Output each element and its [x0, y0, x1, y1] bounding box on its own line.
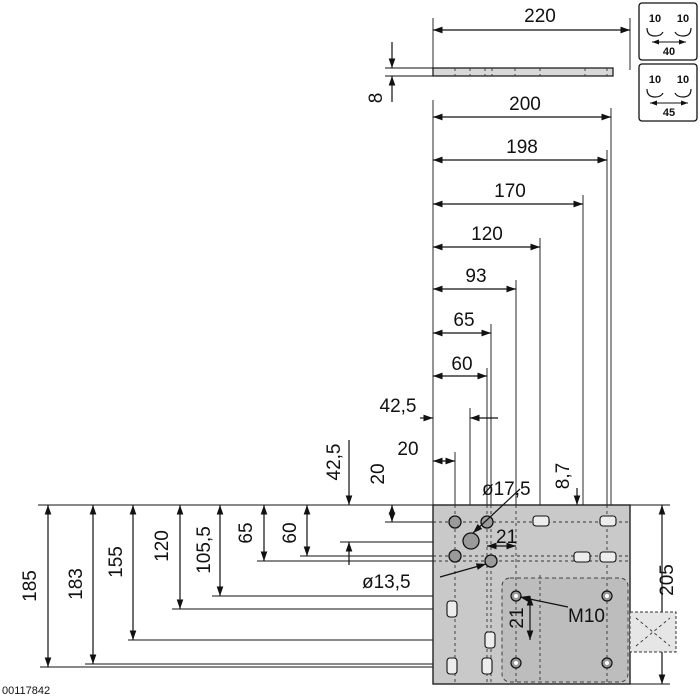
slot: [446, 600, 458, 618]
callout-21-h: 21: [496, 527, 517, 548]
dim-42-5v-label: 42,5: [324, 444, 345, 481]
dim-42-5-label: 42,5: [380, 396, 417, 417]
dim-120v-label: 120: [152, 530, 173, 562]
dim-20-label: 20: [397, 439, 418, 460]
dim-65v-label: 65: [236, 522, 257, 543]
hole: [484, 554, 498, 568]
dim-185-label: 185: [20, 570, 41, 602]
dim-198-label: 198: [506, 137, 538, 158]
dim-65-label: 65: [453, 310, 474, 331]
dim-220-label: 220: [524, 6, 556, 27]
svg-text:10: 10: [677, 13, 689, 25]
hole: [448, 515, 462, 529]
dim-200-label: 200: [509, 94, 541, 115]
profile-icon-40: 10 10 40: [638, 2, 698, 61]
vertical-dimensions: 185 183 155 120 105,5 65 60 42,5 20: [20, 440, 678, 685]
callout-hole-small: ø13,5: [362, 572, 411, 593]
mounting-plate: [432, 504, 677, 685]
dim-60-label: 60: [451, 354, 472, 375]
slot: [573, 551, 591, 563]
dim-8-7-label: 8,7: [553, 463, 574, 489]
dim-105-5-label: 105,5: [194, 526, 215, 574]
slot: [484, 631, 496, 649]
slot: [446, 657, 458, 675]
dim-120-label: 120: [471, 224, 503, 245]
callouts: ø17,5 ø13,5 21 M10 21: [362, 479, 605, 640]
callout-hole-large: ø17,5: [482, 479, 531, 500]
profile-icon-45: 10 10 45: [638, 63, 698, 122]
dimension-220: 220: [432, 6, 631, 70]
dim-183-label: 183: [66, 568, 87, 600]
slot: [599, 515, 617, 527]
svg-text:10: 10: [649, 13, 661, 25]
slot: [599, 551, 617, 563]
svg-text:10: 10: [677, 74, 689, 86]
dim-20v-label: 20: [368, 463, 389, 484]
svg-text:40: 40: [663, 46, 675, 58]
dim-60v-label: 60: [280, 522, 301, 543]
dim-155-label: 155: [106, 546, 127, 578]
dim-93-label: 93: [465, 266, 486, 287]
dim-8-label: 8: [366, 93, 387, 104]
hole-large: [462, 532, 480, 550]
dim-205-label: 205: [657, 564, 678, 596]
callout-21-v: 21: [507, 607, 528, 628]
plate-side-view: 8: [366, 42, 614, 104]
svg-text:10: 10: [649, 74, 661, 86]
callout-m10: M10: [568, 606, 605, 627]
drawing-code: 00117842: [2, 685, 50, 697]
dim-170-label: 170: [494, 181, 526, 202]
hole: [448, 549, 462, 563]
hole: [480, 515, 494, 529]
horizontal-dimensions: 200 198 170 120 93 65 60 42,5 20: [380, 94, 612, 505]
slot: [532, 515, 550, 527]
svg-text:45: 45: [663, 107, 675, 119]
slot: [481, 657, 493, 675]
